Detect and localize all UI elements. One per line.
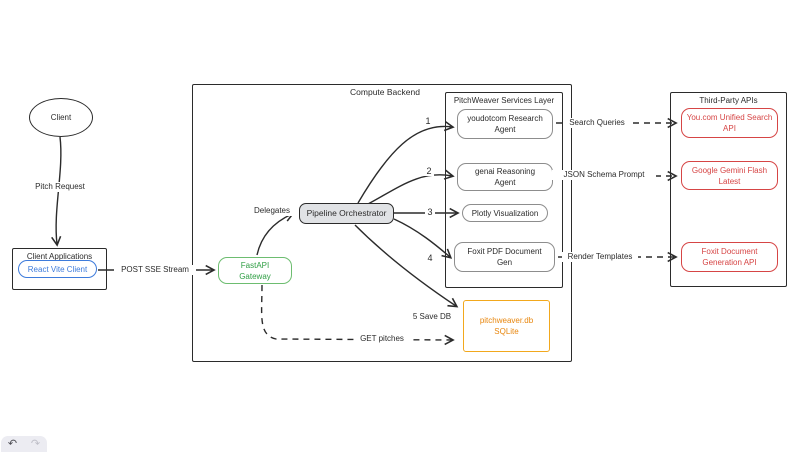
delegates-label[interactable]: Delegates: [249, 206, 295, 216]
render-templates-label[interactable]: Render Templates: [562, 252, 638, 262]
research-agent-line1: youdotcom Research: [467, 114, 543, 123]
search-queries-label[interactable]: Search Queries: [565, 118, 629, 128]
reasoning-agent-line2: Agent: [494, 178, 516, 187]
fastapi-gateway-line1: FastAPI: [240, 260, 270, 270]
step-3-label[interactable]: 3: [425, 207, 435, 217]
client-node[interactable]: Client: [29, 98, 93, 137]
reasoning-agent-line1: genai Reasoning: [474, 167, 536, 176]
edge-orchestrator-to-research-agent[interactable]: [357, 120, 455, 204]
pipeline-orchestrator-label: Pipeline Orchestrator: [306, 208, 387, 218]
undo-button[interactable]: ↶: [7, 437, 18, 450]
youcom-api-line2: API: [723, 124, 736, 133]
step-4-label[interactable]: 4: [425, 253, 435, 263]
service-research-agent[interactable]: youdotcom Research Agent: [457, 109, 553, 139]
gemini-api-line2: Latest: [718, 176, 741, 186]
pipeline-orchestrator-node[interactable]: Pipeline Orchestrator: [299, 203, 394, 224]
step-5-save-db-label[interactable]: 5 Save DB: [407, 312, 457, 322]
edge-orchestrator-to-reasoning-agent[interactable]: [367, 169, 455, 205]
api-google-gemini[interactable]: Google Gemini Flash Latest: [681, 161, 778, 190]
research-agent-line2: Agent: [494, 125, 516, 134]
pitch-request-label[interactable]: Pitch Request: [29, 182, 91, 192]
client-applications-title: Client Applications: [26, 252, 93, 261]
foxit-api-line1: Foxit Document: [701, 247, 758, 256]
step-2-label[interactable]: 2: [424, 166, 434, 176]
redo-button[interactable]: ↷: [30, 437, 41, 450]
api-youcom-search[interactable]: You.com Unified Search API: [681, 108, 778, 138]
react-vite-client-label: React Vite Client: [27, 264, 88, 274]
edge-gateway-to-orchestrator[interactable]: [256, 212, 295, 256]
youcom-api-line1: You.com Unified Search: [686, 113, 773, 122]
database-line2: SQLite: [494, 327, 519, 336]
undo-redo-panel: ↶ ↷: [1, 436, 47, 452]
third-party-title: Third-Party APIs: [699, 96, 758, 105]
fastapi-gateway-node[interactable]: FastAPI Gateway: [218, 257, 292, 284]
client-applications-container[interactable]: Client Applications: [12, 248, 107, 290]
services-layer-container[interactable]: PitchWeaver Services Layer: [445, 92, 563, 288]
json-schema-prompt-label[interactable]: JSON Schema Prompt: [552, 170, 656, 180]
foxit-api-line2: Generation API: [702, 258, 757, 267]
edge-orchestrator-to-database[interactable]: [354, 224, 459, 308]
third-party-container[interactable]: Third-Party APIs: [670, 92, 787, 287]
react-vite-client-node[interactable]: React Vite Client: [18, 260, 97, 278]
compute-backend-title: Compute Backend: [340, 87, 430, 97]
edge-gateway-to-database-get[interactable]: [260, 284, 455, 346]
service-plotly-visualization[interactable]: Plotly Visualization: [462, 204, 548, 222]
services-layer-title: PitchWeaver Services Layer: [453, 96, 555, 105]
compute-backend-container[interactable]: [192, 84, 572, 362]
plotly-visualization-label: Plotly Visualization: [471, 208, 539, 218]
database-line1: pitchweaver.db: [479, 316, 534, 325]
database-node[interactable]: pitchweaver.db SQLite: [463, 300, 550, 352]
foxit-pdf-line1: Foxit PDF Document: [467, 247, 542, 256]
post-sse-stream-label[interactable]: POST SSE Stream: [114, 265, 196, 275]
service-reasoning-agent[interactable]: genai Reasoning Agent: [457, 163, 553, 191]
service-foxit-pdf-gen[interactable]: Foxit PDF Document Gen: [454, 242, 555, 272]
foxit-pdf-line2: Gen: [496, 258, 513, 267]
get-pitches-label[interactable]: GET pitches: [354, 334, 410, 344]
api-foxit-docgen[interactable]: Foxit Document Generation API: [681, 242, 778, 272]
gemini-api-line1: Google Gemini Flash: [691, 165, 768, 175]
client-label: Client: [50, 113, 72, 122]
step-1-label[interactable]: 1: [423, 116, 433, 126]
fastapi-gateway-line2: Gateway: [239, 271, 271, 281]
